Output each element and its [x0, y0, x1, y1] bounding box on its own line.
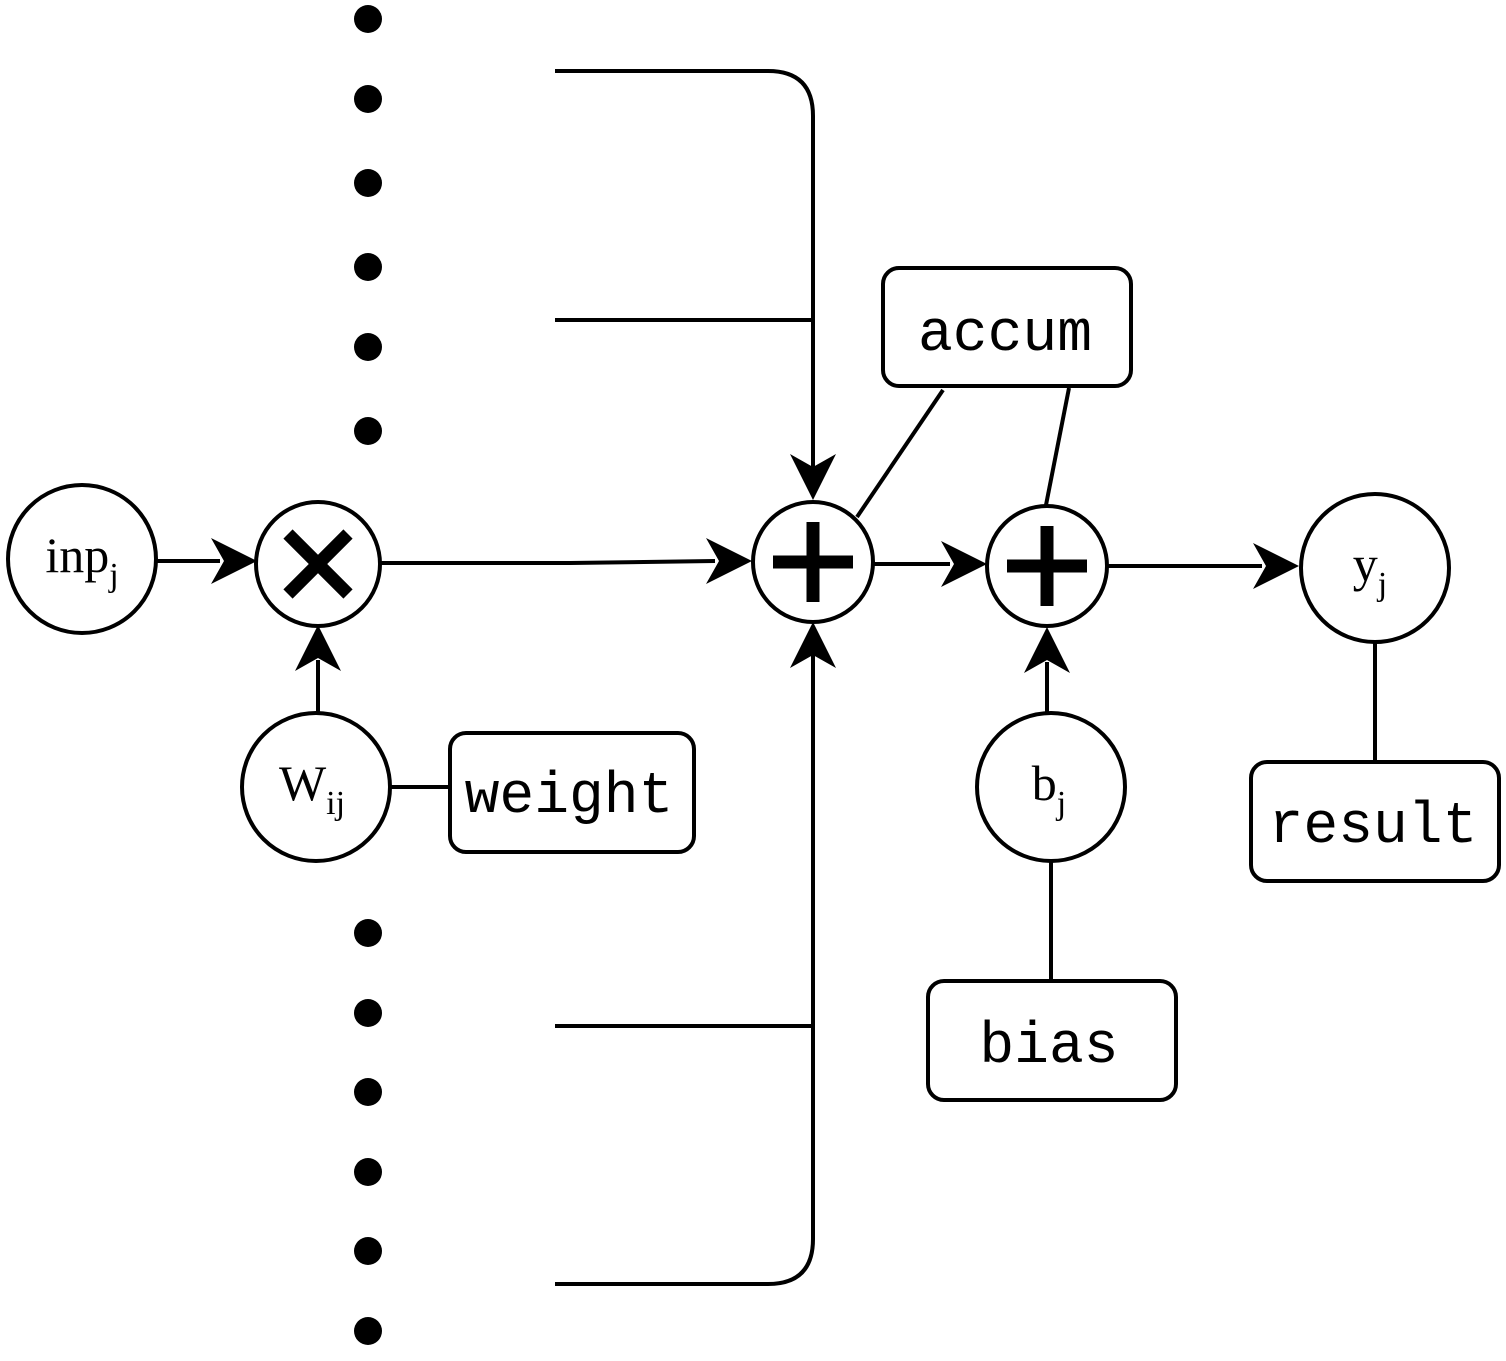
result-label-text: result: [1269, 795, 1478, 860]
node-bias-value: bj: [975, 711, 1127, 863]
node-output-label: yj: [1353, 536, 1387, 603]
node-input: inpj: [6, 483, 158, 635]
node-accum-add: [751, 500, 875, 624]
bias-label-box: bias: [926, 979, 1178, 1102]
plus-icon: [773, 522, 853, 602]
ellipsis-dot: [354, 85, 382, 113]
ellipsis-dot: [354, 1078, 382, 1106]
plus-icon: [1007, 526, 1087, 606]
node-output: yj: [1299, 492, 1451, 644]
ellipsis-dot: [354, 5, 382, 33]
accum-label-box: accum: [881, 266, 1133, 388]
ellipsis-dot: [354, 999, 382, 1027]
arrow-head-accum-biasadd: [941, 541, 987, 587]
wire-accum-label-right: [1044, 387, 1071, 506]
bias-label-text: bias: [979, 1015, 1118, 1080]
node-input-label: inpj: [45, 527, 118, 594]
node-weight-label: Wij: [279, 755, 345, 822]
arrow-head-down-accum: [790, 454, 836, 500]
node-output-circle: [1299, 492, 1451, 644]
wire-multiply-to-accum: [381, 559, 716, 565]
arrow-head-biasadd-output: [1253, 543, 1299, 589]
weight-label-box: weight: [448, 731, 696, 854]
node-bias-circle: [975, 711, 1127, 863]
node-weight-circle: [240, 711, 392, 863]
ellipsis-dot: [354, 1237, 382, 1265]
arrow-head-bias-biasadd: [1024, 627, 1070, 673]
node-weight-value: Wij: [240, 711, 392, 863]
node-bias-label: bj: [1032, 755, 1066, 822]
node-multiply: [254, 500, 382, 628]
arrow-head-up-accum: [790, 622, 836, 668]
arrow-head-input-multiply: [211, 538, 257, 584]
ellipsis-bottom: [354, 919, 382, 1345]
ellipsis-dot: [354, 417, 382, 445]
wire-accum-label-left: [855, 388, 945, 519]
arrow-head-multiply-accum: [706, 538, 752, 584]
ellipsis-dot: [354, 1158, 382, 1186]
node-input-circle: [6, 483, 158, 635]
ellipsis-dot: [354, 169, 382, 197]
result-label-box: result: [1249, 760, 1501, 883]
weight-label-text: weight: [465, 765, 674, 830]
arrow-head-weight-multiply: [295, 625, 341, 671]
ellipsis-dot: [354, 333, 382, 361]
ellipsis-dot: [354, 919, 382, 947]
ellipsis-top: [354, 5, 382, 445]
node-bias-add: [985, 504, 1109, 628]
wire-bottom-input: [555, 635, 815, 1286]
ellipsis-dot: [354, 253, 382, 281]
accum-label-text: accum: [918, 303, 1092, 368]
wire-top-input: [555, 69, 815, 490]
multiply-icon: [283, 529, 353, 599]
ellipsis-dot: [354, 1317, 382, 1345]
